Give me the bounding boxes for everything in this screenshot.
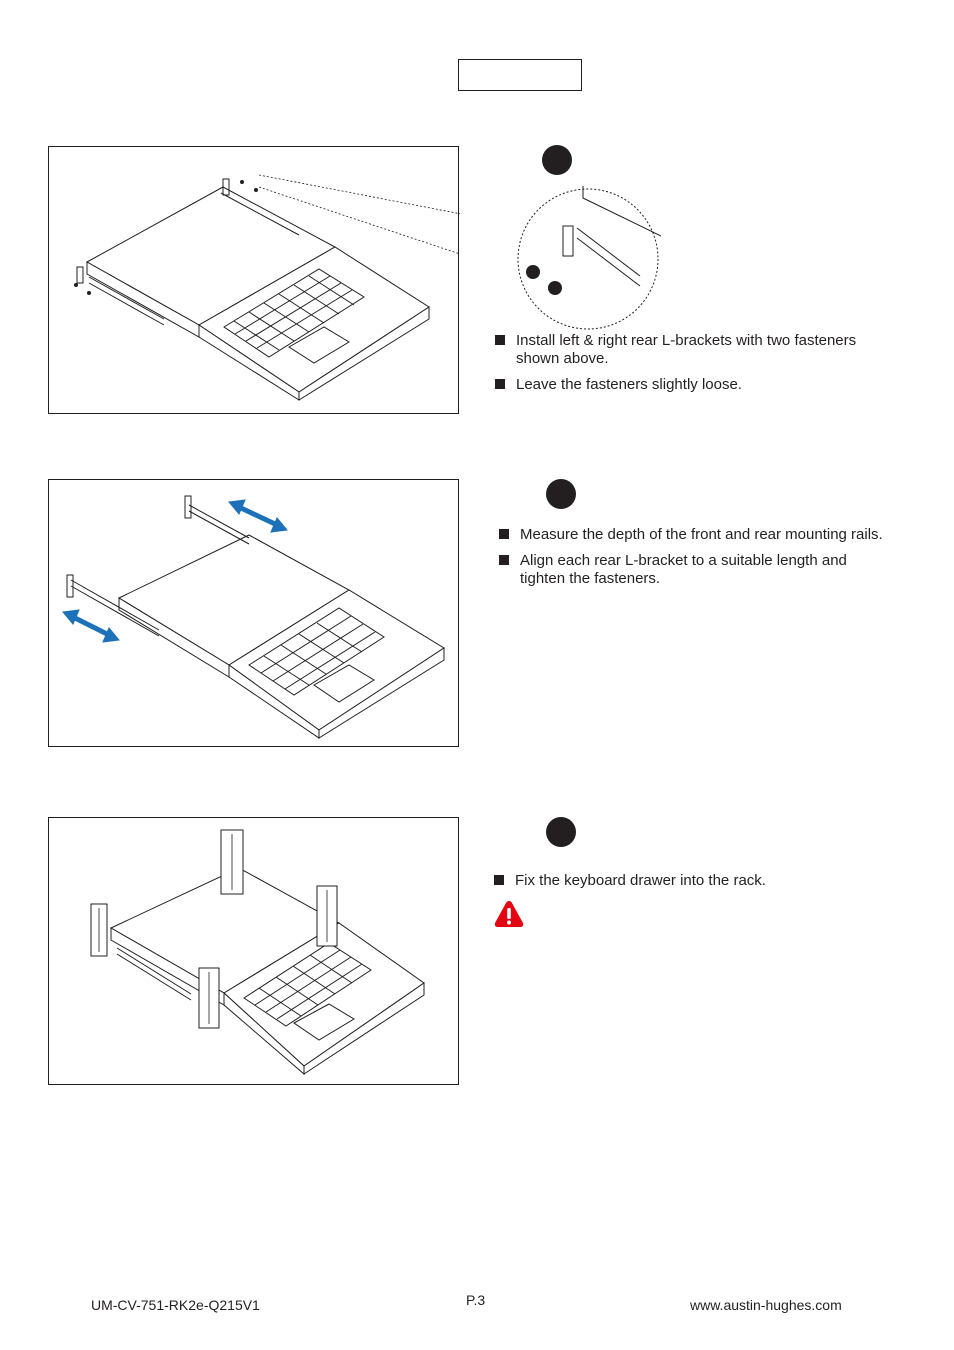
step-1-instructions: Install left & right rear L-brackets wit…	[495, 332, 895, 402]
drawer-rear-bracket-illustration	[74, 174, 460, 401]
step-1-marker	[542, 145, 572, 175]
step-3-instructions: Fix the keyboard drawer into the rack.	[494, 872, 884, 898]
bracket-adjust-illustration	[62, 495, 445, 739]
fastener-detail-callout	[517, 186, 661, 330]
section-header-box	[458, 59, 582, 91]
website-link[interactable]: www.austin-hughes.com	[690, 1297, 842, 1313]
step-3-marker	[546, 817, 576, 847]
step-2-marker	[546, 479, 576, 509]
document-code: UM-CV-751-RK2e-Q215V1	[91, 1297, 260, 1313]
step-1-bullet-1: Install left & right rear L-brackets wit…	[495, 332, 895, 368]
step-1-bullet-2: Leave the fasteners slightly loose.	[495, 376, 895, 394]
step-3-bullet-1: Fix the keyboard drawer into the rack.	[494, 872, 884, 890]
step-2-bullet-1: Measure the depth of the front and rear …	[499, 526, 889, 544]
figure-step-1	[48, 146, 460, 414]
step-2-instructions: Measure the depth of the front and rear …	[499, 526, 889, 596]
warning-icon	[494, 901, 524, 927]
page-number: P.3	[466, 1292, 486, 1308]
step-2-bullet-2: Align each rear L-bracket to a suitable …	[499, 552, 889, 588]
figure-step-2	[48, 479, 459, 747]
drawer-in-rack-illustration	[90, 829, 425, 1076]
figure-step-3	[48, 817, 459, 1085]
